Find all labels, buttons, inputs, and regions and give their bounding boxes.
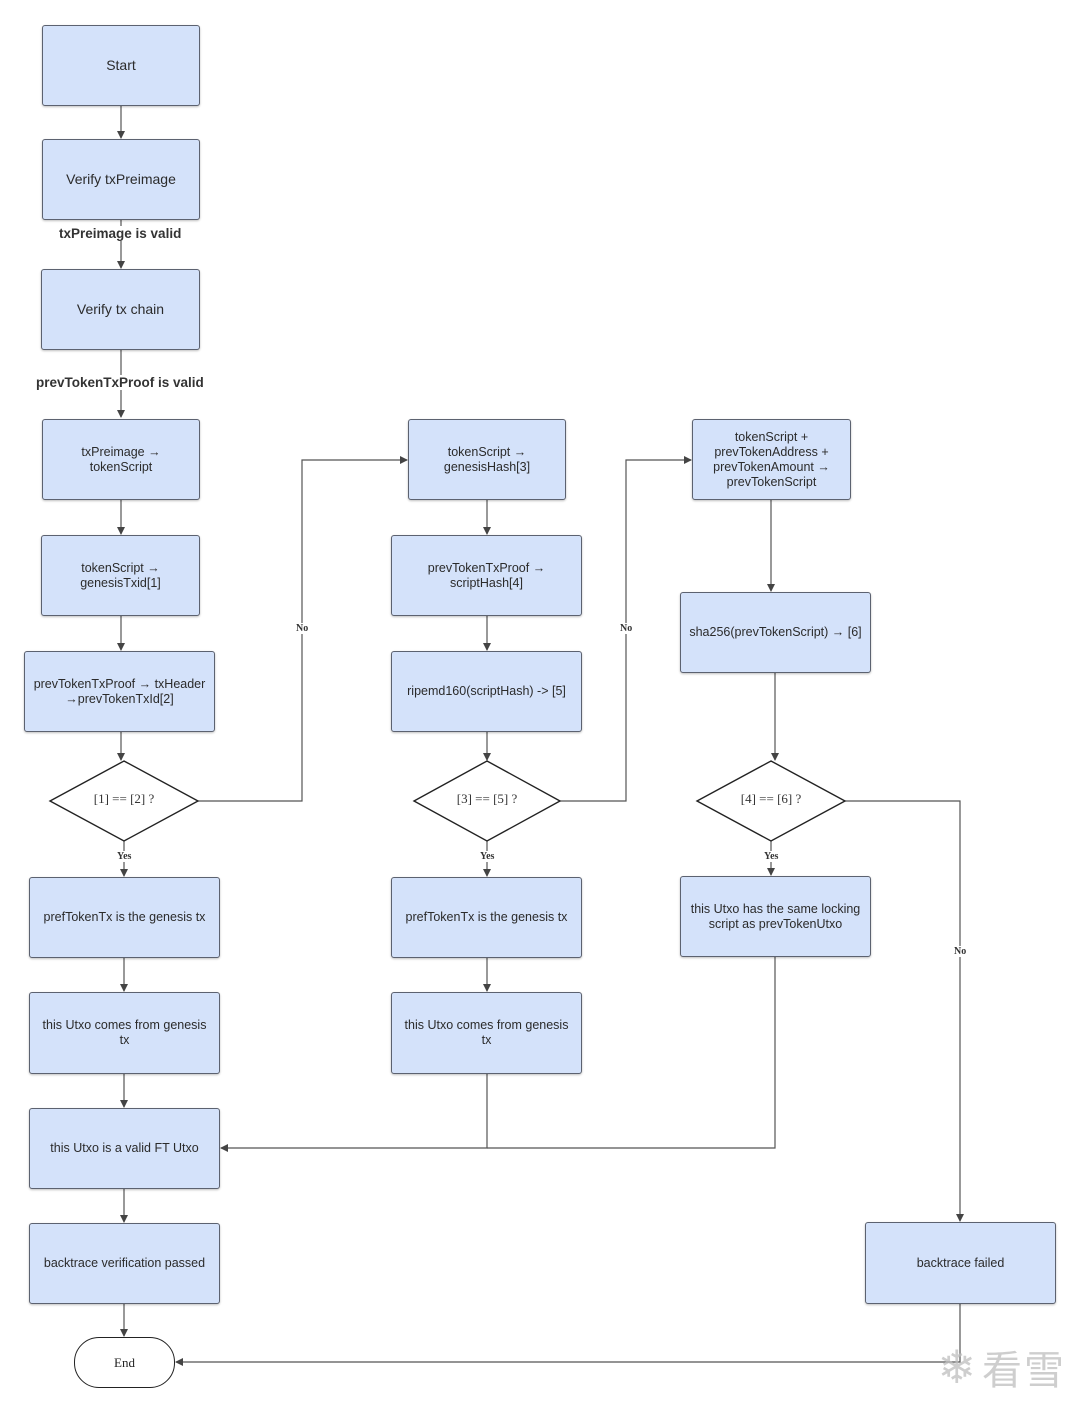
tokenscript-prevtokenscript-line-3: prevTokenAmount → [713,459,830,474]
prevtokentxproof-scripthash-line-1: prevTokenTxProof → [427,560,546,575]
tokenscript-genesistxid-line-1: tokenScript → [81,560,160,575]
prevtokentxproof-txheader-line-2: →prevTokenTxId[2] [65,691,174,706]
prevtokentxproof-scripthash-node: prevTokenTxProof → scriptHash[4] [391,535,582,616]
yes-label-3: Yes [763,851,780,862]
same-locking-script-node: this Utxo has the same locking script as… [680,876,871,957]
same-locking-script-line-2: script as prevTokenUtxo [708,916,843,931]
utxo-from-genesis-node-1: this Utxo comes from genesis tx [29,992,220,1074]
no-label-2: No [619,623,634,634]
snowflake-icon: ❄ [937,1341,976,1393]
same-locking-script-line-1: this Utxo has the same locking [690,901,861,916]
diamond-1-shape [48,760,200,842]
watermark: ❄ 看雪 [937,1338,1066,1396]
sha256-node: sha256(prevTokenScript) → [6] [680,592,871,673]
diamond-2-label: [3] == [5] ? [456,791,518,806]
preftokentx-genesis-node-2: prefTokenTx is the genesis tx [391,877,582,958]
ripemd160-node: ripemd160(scriptHash) -> [5] [391,651,582,732]
backtrace-failed-node: backtrace failed [865,1222,1056,1304]
start-node: Start [42,25,200,106]
diamond-3-shape [695,760,847,842]
yes-label-2: Yes [479,851,496,862]
tokenscript-prevtokenscript-line-4: prevTokenScript [726,474,817,489]
no-label-1: No [295,623,310,634]
tokenscript-genesishash-line-2: genesisHash[3] [443,459,531,474]
end-terminal: End [74,1337,175,1388]
edge-diamond3-no [845,800,964,1222]
diamond-1-label: [1] == [2] ? [93,791,155,806]
tokenscript-genesishash-line-1: tokenScript → [447,444,527,459]
utxo-from-genesis-node-2: this Utxo comes from genesis tx [391,992,582,1074]
diamond-2-shape [412,760,562,842]
tokenscript-prevtokenscript-node: tokenScript + prevTokenAddress + prevTok… [692,419,851,500]
verify-txchain-node: Verify tx chain [41,269,200,350]
tokenscript-genesistxid-line-2: genesisTxid[1] [80,575,161,590]
txpreimage-tokenscript-node: txPreimage → tokenScript [42,419,200,500]
verify-txpreimage-node: Verify txPreimage [42,139,200,220]
prevtokentxproof-valid-label: prevTokenTxProof is valid [34,375,206,390]
tokenscript-genesishash-node: tokenScript → genesisHash[3] [408,419,566,500]
edge-same-valid [487,957,776,1149]
prevtokentxproof-txheader-line-1: prevTokenTxProof → txHeader [33,676,206,691]
preftokentx-genesis-node-1: prefTokenTx is the genesis tx [29,877,220,958]
edge-utxo2-valid [220,1074,488,1152]
yes-label-1: Yes [116,851,133,862]
watermark-text: 看雪 [982,1348,1066,1394]
utxo-valid-node: this Utxo is a valid FT Utxo [29,1108,220,1189]
tokenscript-genesistxid-node: tokenScript → genesisTxid[1] [41,535,200,616]
prevtokentxproof-scripthash-line-2: scriptHash[4] [450,575,523,590]
no-label-3: No [953,946,968,957]
backtrace-passed-node: backtrace verification passed [29,1223,220,1304]
tokenscript-prevtokenscript-line-1: tokenScript + [734,429,809,444]
diamond-3-label: [4] == [6] ? [740,791,802,806]
edge-failed-end [175,1304,961,1366]
prevtokentxproof-txheader-node: prevTokenTxProof → txHeader →prevTokenTx… [24,651,215,732]
tokenscript-prevtokenscript-line-2: prevTokenAddress + [714,444,829,459]
txpreimage-valid-label: txPreimage is valid [57,226,184,241]
